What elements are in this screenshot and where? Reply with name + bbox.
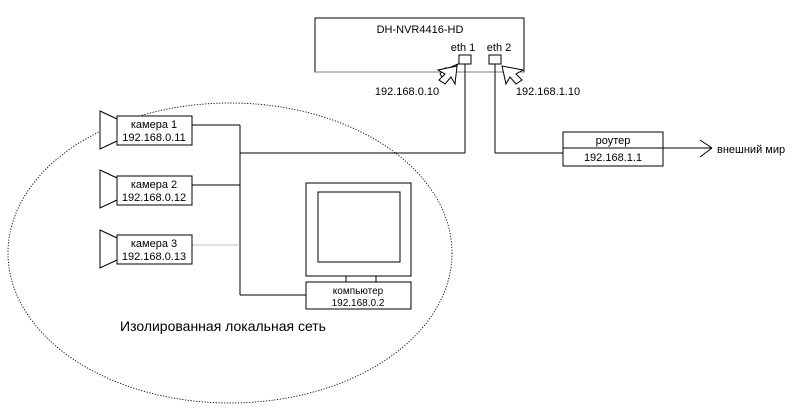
computer-ip: 192.168.0.2 <box>332 298 385 309</box>
nvr-title: DH-NVR4416-HD <box>377 24 464 36</box>
camera-name: камера 2 <box>131 179 177 191</box>
computer-name: компьютер <box>333 286 384 297</box>
nvr-ip1: 192.168.0.10 <box>375 86 439 98</box>
camera-ip: 192.168.0.11 <box>122 132 185 144</box>
computer: компьютер 192.168.0.2 <box>305 182 412 310</box>
router-ip: 192.168.1.1 <box>584 152 642 164</box>
nvr-ip2: 192.168.1.10 <box>516 86 580 98</box>
camera-name: камера 1 <box>131 119 177 131</box>
lan-label: Изолированная локальная сеть <box>120 318 326 334</box>
eth2-arrow <box>501 65 525 86</box>
external-world-icon <box>699 139 713 158</box>
eth1-port <box>458 54 472 65</box>
wiring <box>192 64 712 296</box>
router: роутер 192.168.1.1 <box>562 131 664 167</box>
nvr-port2-label: eth 2 <box>487 42 511 54</box>
camera-2: камера 2 192.168.0.12 <box>99 169 193 209</box>
nvr-device: DH-NVR4416-HD eth 1 eth 2 <box>314 17 525 73</box>
internet-label: внешний мир <box>717 144 785 156</box>
camera-3: камера 3 192.168.0.13 <box>99 229 193 269</box>
nvr-port1-label: eth 1 <box>451 42 475 54</box>
eth2-port <box>488 54 502 65</box>
eth1-arrow <box>436 62 460 86</box>
camera-1: камера 1 192.168.0.11 <box>99 110 193 150</box>
camera-ip: 192.168.0.13 <box>122 251 186 263</box>
camera-ip: 192.168.0.12 <box>122 192 186 204</box>
camera-name: камера 3 <box>131 238 177 250</box>
lan-boundary <box>7 102 453 404</box>
router-name: роутер <box>596 135 631 147</box>
